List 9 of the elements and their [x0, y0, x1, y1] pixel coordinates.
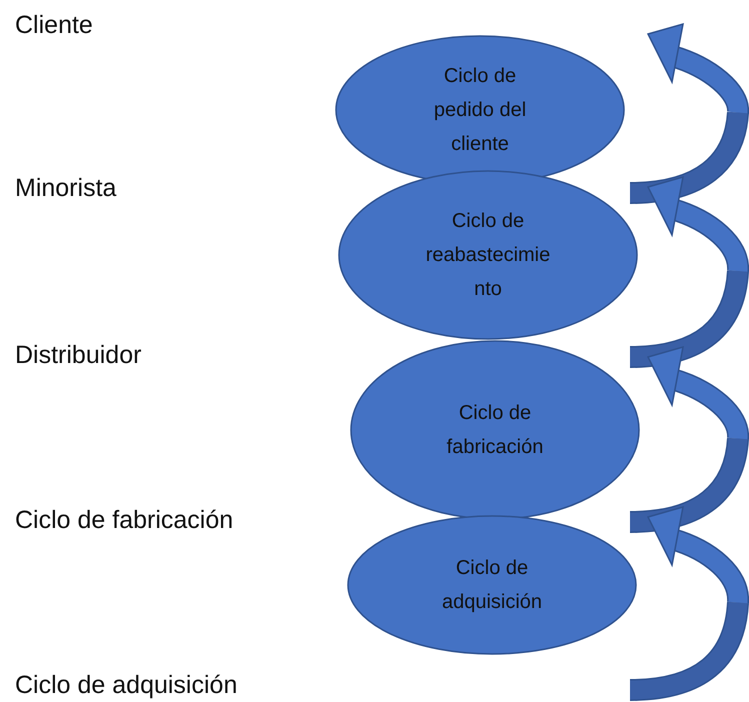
cycle-name: Ciclo de reabastecimiento [424, 209, 552, 302]
level-label: Minorista [15, 173, 116, 203]
level-label: Distribuidor [15, 340, 142, 370]
level-label: Ciclo de adquisición [15, 670, 238, 700]
cycle-name: Ciclo de fabricación [446, 401, 544, 460]
level-label: Ciclo de fabricación [15, 505, 234, 535]
cycle-name: Ciclo de pedido del cliente [432, 64, 528, 157]
cycle-name: Ciclo de adquisición [440, 556, 544, 615]
level-label: Cliente [15, 10, 93, 40]
